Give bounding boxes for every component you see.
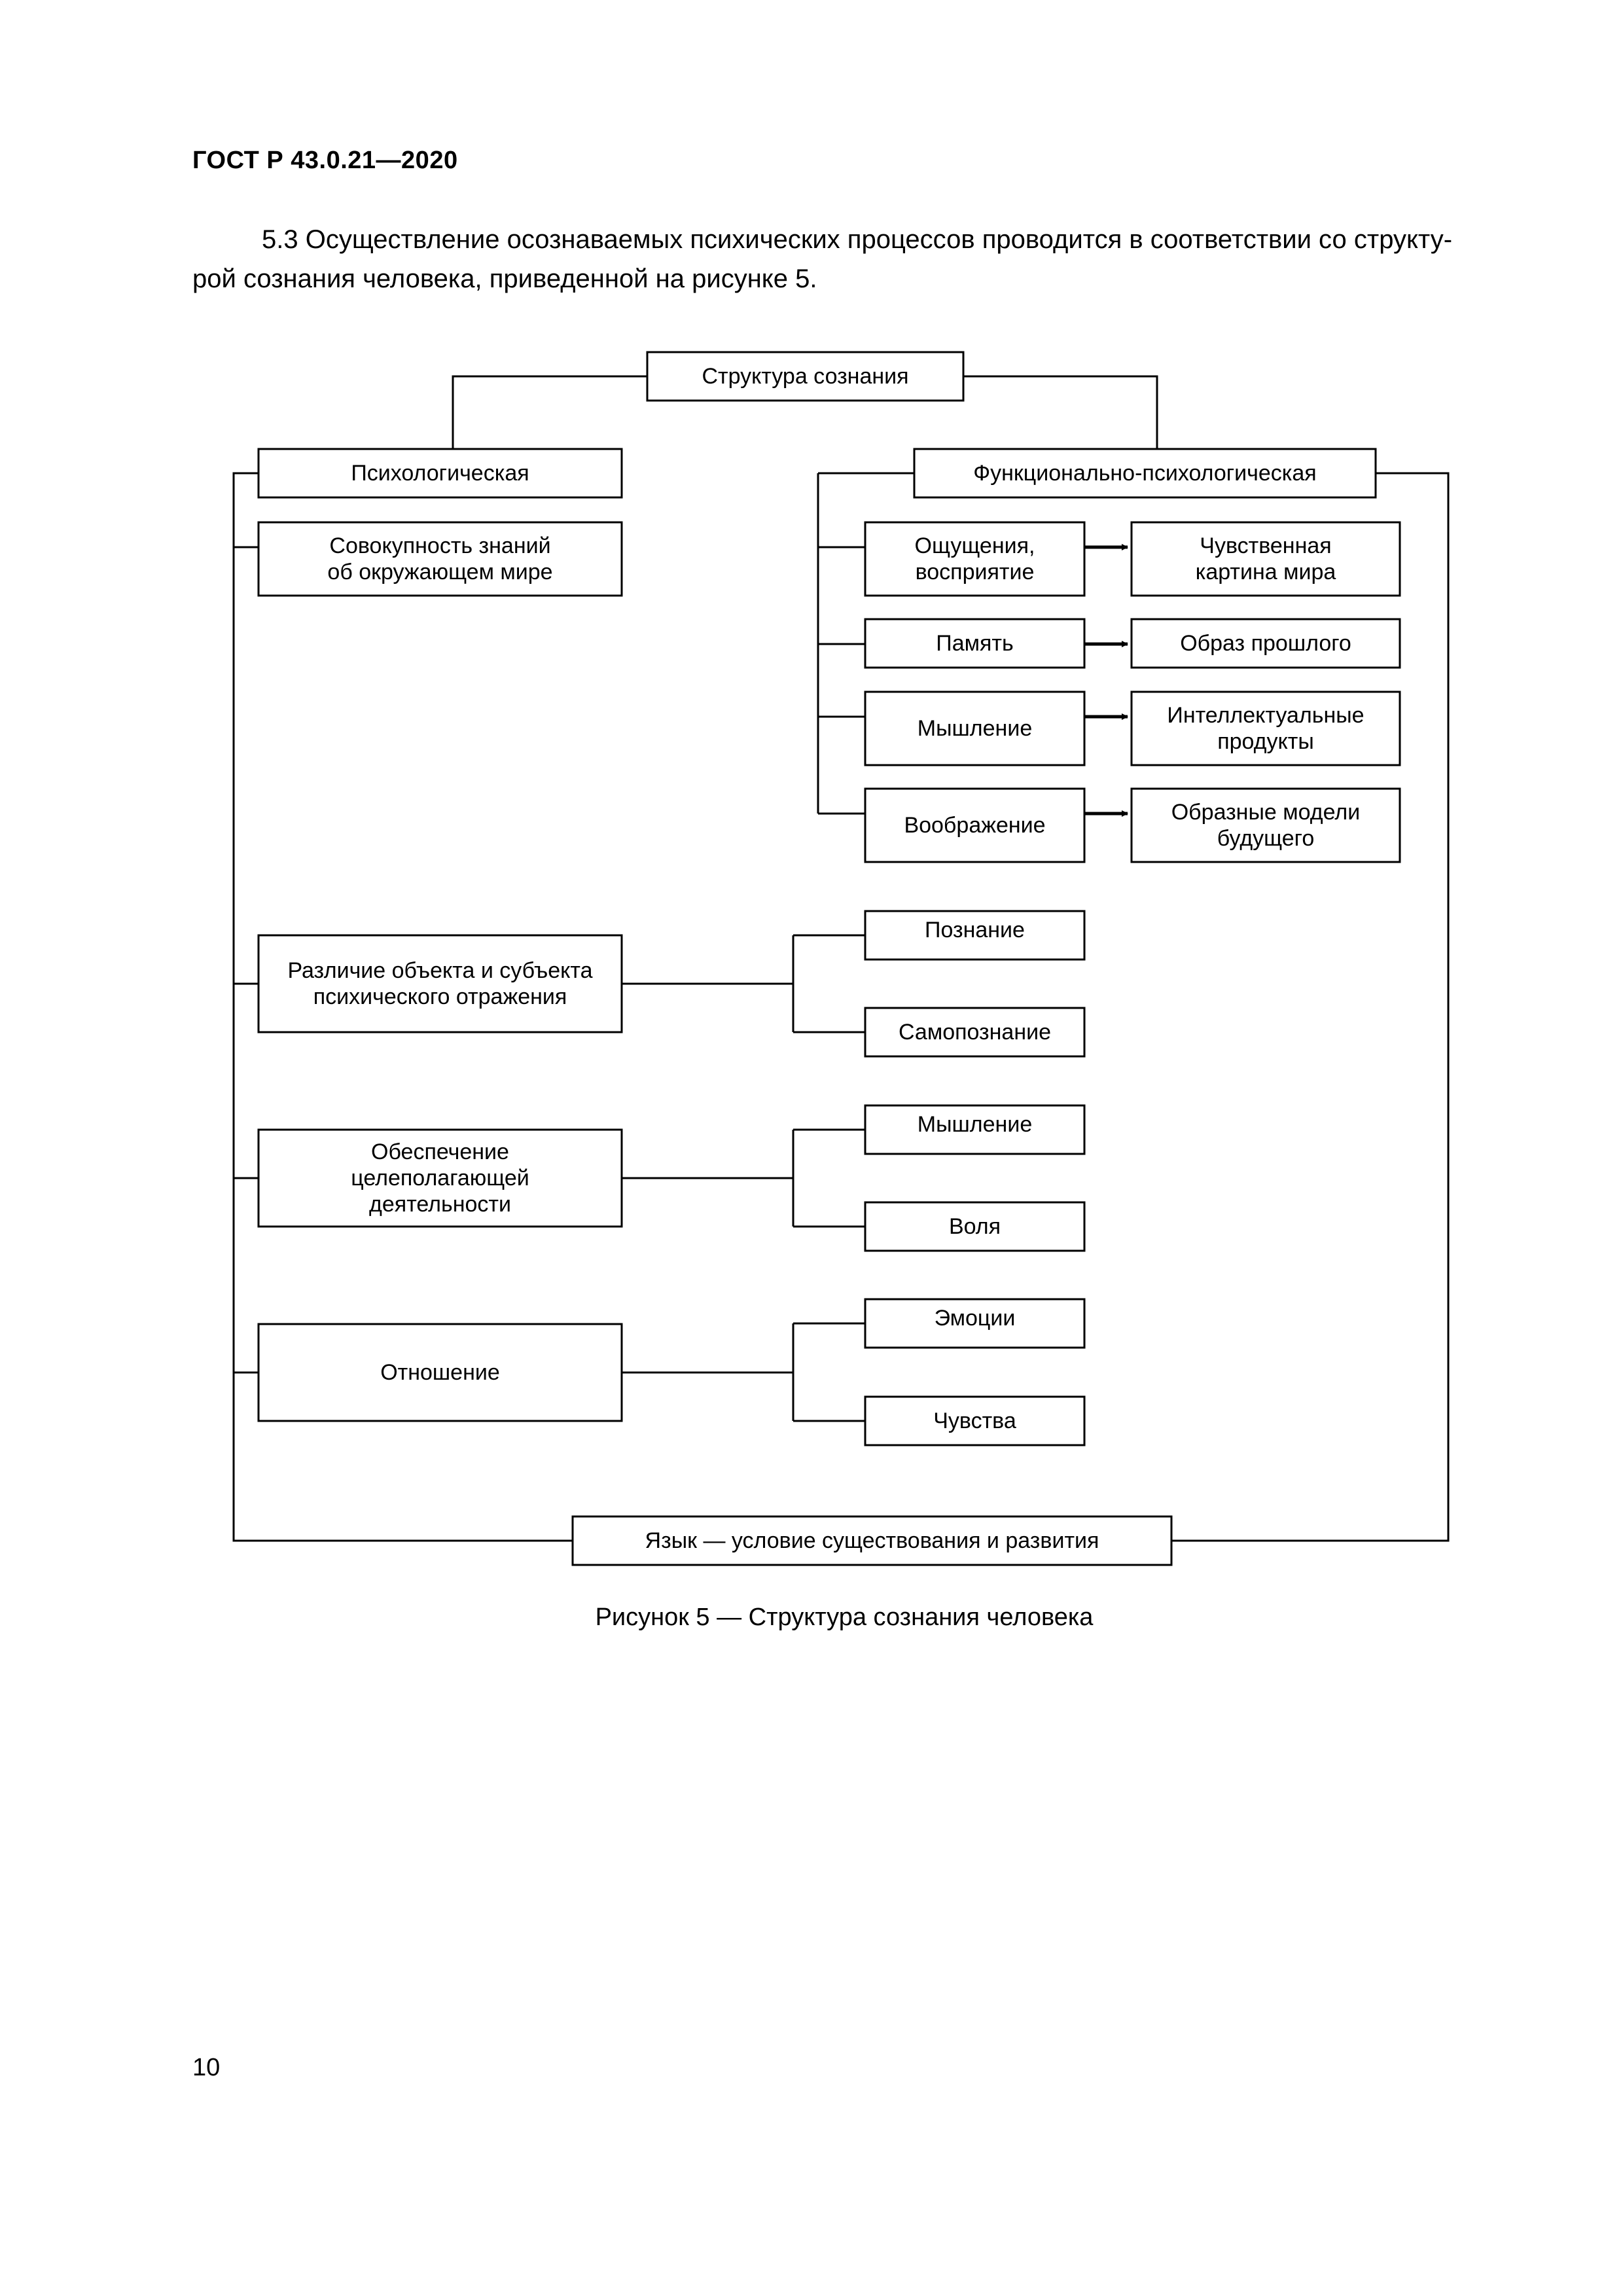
function-process-2-box xyxy=(864,618,1086,669)
paragraph-line-1: 5.3 Осуществление осознаваемых психическ… xyxy=(262,225,1453,254)
function-process-2-label: Память xyxy=(936,631,1013,656)
function-result-4-label: Образные модели xyxy=(1171,800,1361,825)
root-structure-label: Структура сознания xyxy=(702,364,908,389)
group-2-child-1-label: Мышление xyxy=(918,1112,1032,1137)
function-process-1-box xyxy=(864,521,1086,597)
right-rail-line xyxy=(1171,472,1450,1542)
function-result-1-label: Чувственная xyxy=(1200,533,1331,558)
language-label: Язык — условие существования и развития xyxy=(645,1528,1099,1553)
figure-caption: Рисунок 5 — Структура сознания человека xyxy=(595,1604,1094,1631)
functional-psychological-label: Функционально-психологическая xyxy=(973,461,1316,486)
knowledge-box xyxy=(257,521,623,597)
root-structure-box xyxy=(646,351,965,402)
group-3-child-1-label: Эмоции xyxy=(935,1306,1016,1331)
group-2-box xyxy=(257,1128,623,1228)
group-2-label: деятельности xyxy=(369,1192,511,1217)
function-result-1-label: картина мира xyxy=(1196,560,1336,584)
function-result-3-label: продукты xyxy=(1217,729,1314,754)
group-1-child-1-box xyxy=(864,910,1086,961)
function-result-3-box xyxy=(1130,691,1401,766)
group-2-child-1-box xyxy=(864,1104,1086,1155)
group-3-child-2-label: Чувства xyxy=(933,1408,1016,1433)
function-result-2-label: Образ прошлого xyxy=(1180,631,1351,656)
function-result-3-label: Интеллектуальные xyxy=(1167,703,1364,728)
knowledge-label: Совокупность знаний xyxy=(329,533,550,558)
group-3-child-1-box xyxy=(864,1298,1086,1349)
function-process-4-box xyxy=(864,787,1086,863)
psychological-box xyxy=(257,448,623,499)
function-process-3-box xyxy=(864,691,1086,766)
function-process-4-label: Воображение xyxy=(904,813,1045,838)
knowledge-label: об окружающем мире xyxy=(327,560,552,584)
root-to-psych-line xyxy=(452,375,647,449)
function-result-4-box xyxy=(1130,787,1401,863)
left-rail-line xyxy=(232,472,573,1542)
group-1-box xyxy=(257,934,623,1033)
function-result-1-box xyxy=(1130,521,1401,597)
group-1-child-2-box xyxy=(864,1007,1086,1058)
function-process-1-label: Ощущения, xyxy=(915,533,1035,558)
page-number: 10 xyxy=(192,2054,221,2081)
psychological-label: Психологическая xyxy=(351,461,529,486)
function-result-4-label: будущего xyxy=(1217,826,1315,851)
group-3-label: Отношение xyxy=(380,1360,500,1385)
function-process-1-label: восприятие xyxy=(916,560,1035,584)
paragraph-line-2: рой сознания человека, приведенной на ри… xyxy=(192,264,817,293)
function-process-3-label: Мышление xyxy=(918,716,1032,741)
document-id-header: ГОСТ Р 43.0.21—2020 xyxy=(192,147,458,174)
group-1-child-1-label: Познание xyxy=(925,918,1025,942)
function-result-2-box xyxy=(1130,618,1401,669)
functional-psychological-box xyxy=(913,448,1377,499)
group-3-child-2-box xyxy=(864,1395,1086,1446)
group-2-child-2-box xyxy=(864,1201,1086,1252)
group-1-label: Различие объекта и субъекта xyxy=(287,958,592,983)
group-2-child-2-label: Воля xyxy=(949,1214,1001,1239)
body-paragraph: 5.3 Осуществление осознаваемых психическ… xyxy=(192,220,1501,298)
group-2-label: целеполагающей xyxy=(351,1166,529,1191)
root-to-func-line xyxy=(963,375,1158,449)
group-2-label: Обеспечение xyxy=(371,1139,509,1164)
language-box xyxy=(571,1515,1173,1566)
group-1-label: психического отражения xyxy=(313,984,567,1009)
group-1-child-2-label: Самопознание xyxy=(899,1020,1051,1045)
group-3-box xyxy=(257,1323,623,1422)
